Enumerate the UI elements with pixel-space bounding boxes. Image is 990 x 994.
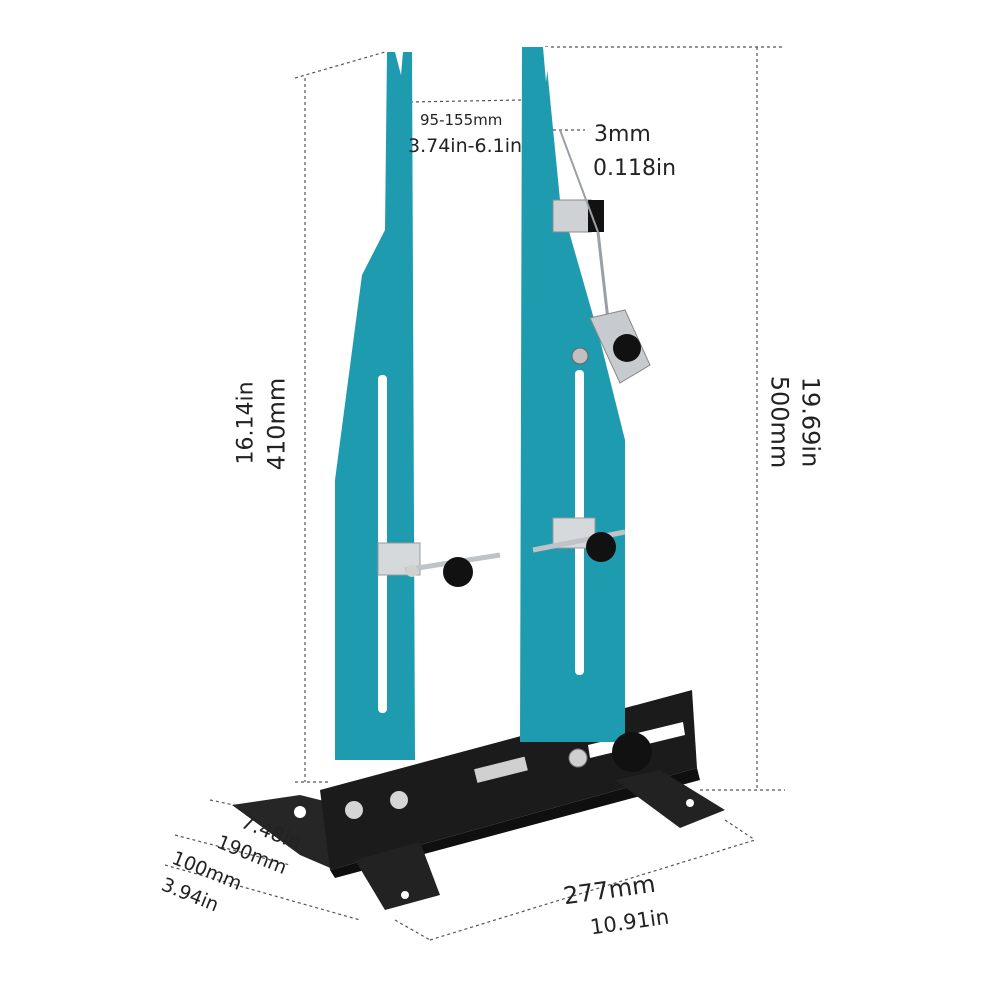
thickness-in-label: 0.118in [593,156,677,181]
arm-height-mm-label: 410mm [262,377,291,471]
total-height-mm-label: 500mm [765,375,794,469]
gap-range-in-label: 3.74in-6.1in [408,135,523,157]
arm-height-in-label: 16.14in [233,381,259,465]
total-height-in-label: 19.69in [796,376,825,468]
left-upright-arm [335,52,501,760]
right-upright-arm [520,47,652,772]
gap-range-mm-label: 95-155mm [420,111,503,129]
thickness-mm-label: 3mm [594,122,651,147]
